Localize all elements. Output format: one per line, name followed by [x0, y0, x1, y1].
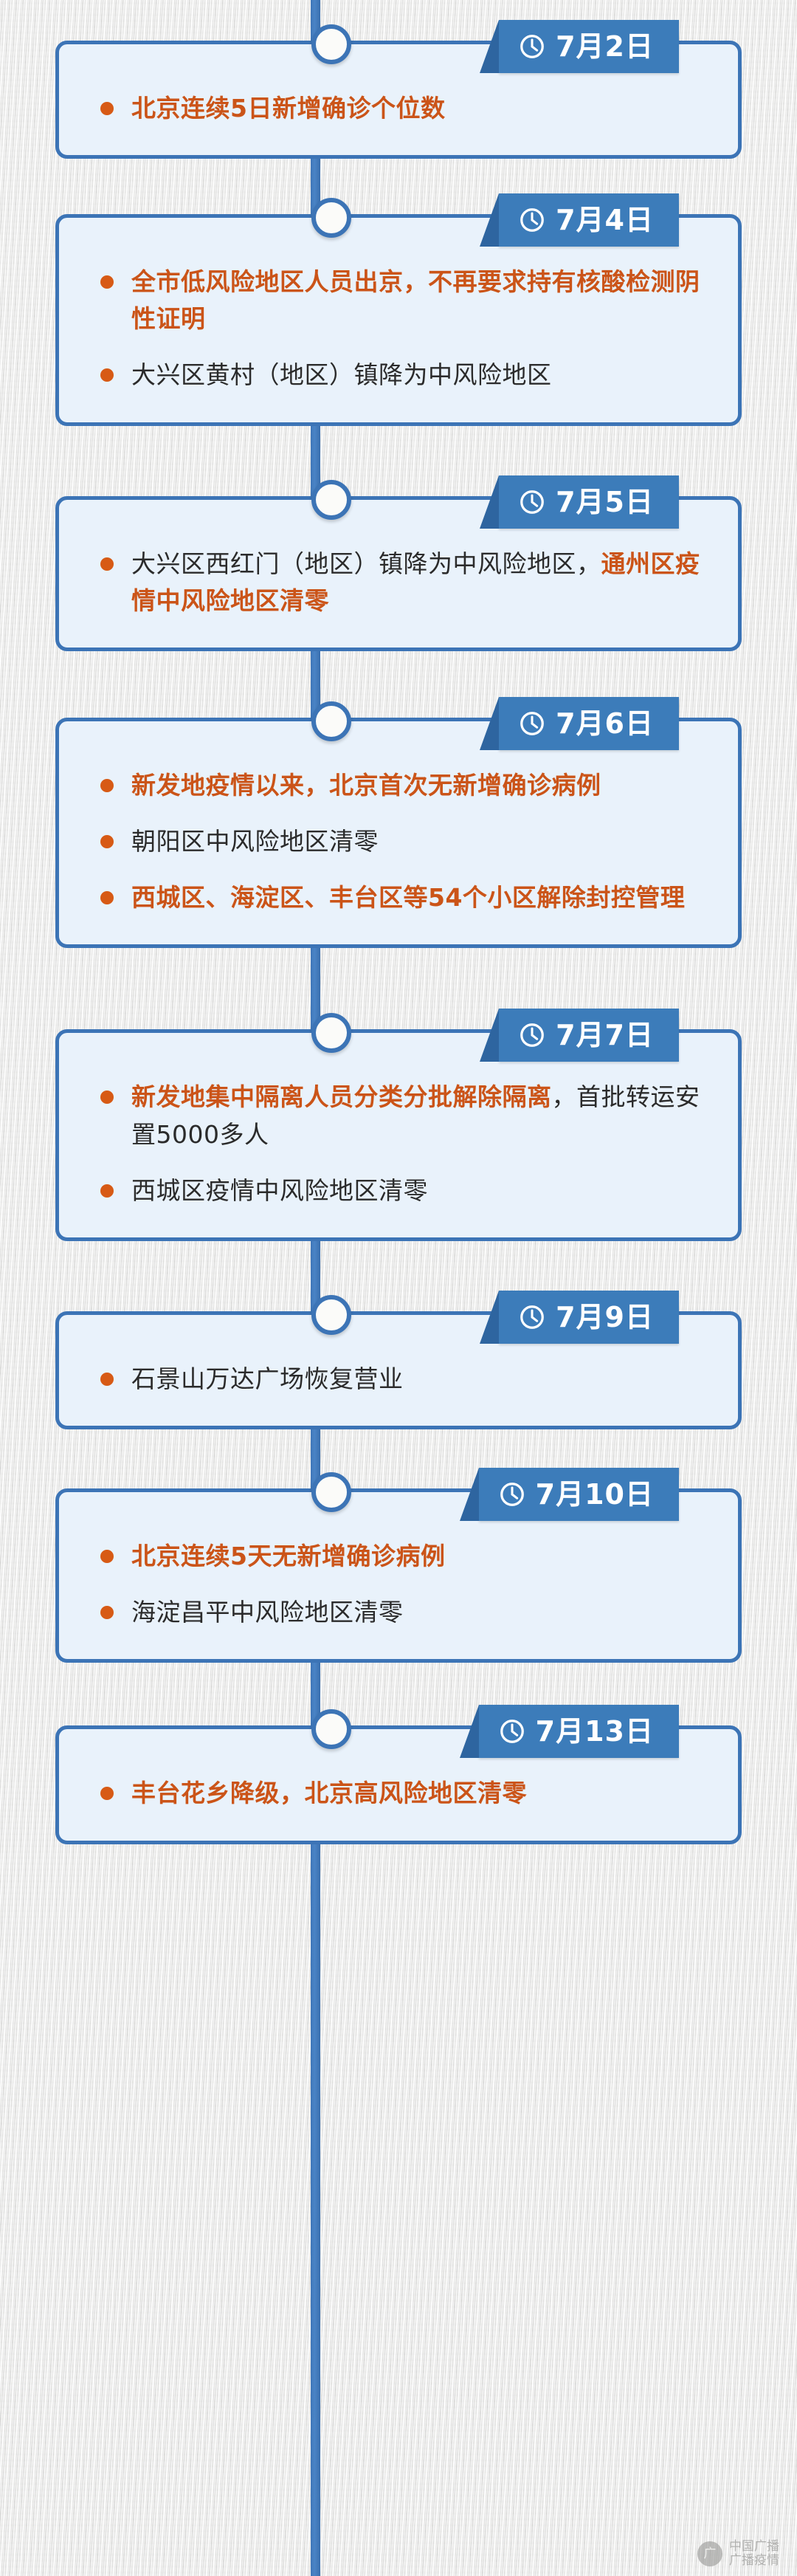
date-label: 7月13日 — [535, 1715, 654, 1748]
timeline-card-wrap: 7月4日全市低风险地区人员出京，不再要求持有核酸检测阴性证明大兴区黄村（地区）镇… — [55, 193, 742, 426]
bullet-text-highlight: 通州区疫情中风险地区清零 — [131, 549, 700, 615]
date-banner: 7月6日 — [480, 696, 679, 750]
clock-icon — [520, 35, 544, 58]
bullet-list: 新发地疫情以来，北京首次无新增确诊病例朝阳区中风险地区清零西城区、海淀区、丰台区… — [97, 767, 708, 916]
date-banner: 7月7日 — [480, 1009, 679, 1062]
bullet-list: 全市低风险地区人员出京，不再要求持有核酸检测阴性证明大兴区黄村（地区）镇降为中风… — [97, 264, 708, 394]
timeline-entry: 7月13日丰台花乡降级，北京高风险地区清零 — [0, 1705, 797, 1844]
timeline-node-circle — [311, 1294, 351, 1335]
timeline-node-circle — [311, 198, 351, 238]
bullet-item: 西城区、海淀区、丰台区等54个小区解除封控管理 — [97, 879, 708, 916]
bullet-text: 石景山万达广场恢复营业 — [131, 1364, 404, 1393]
timeline-card: 7月6日新发地疫情以来，北京首次无新增确诊病例朝阳区中风险地区清零西城区、海淀区… — [55, 696, 742, 949]
clock-icon — [520, 1305, 544, 1329]
bullet-text-highlight: 西城区、海淀区、丰台区等54个小区解除封控管理 — [131, 883, 686, 913]
timeline-node-circle — [311, 479, 351, 520]
timeline-entry: 7月7日新发地集中隔离人员分类分批解除隔离，首批转运安置5000多人西城区疫情中… — [0, 1009, 797, 1241]
bullet-item: 西城区疫情中风险地区清零 — [97, 1172, 708, 1209]
bullet-item: 北京连续5天无新增确诊病例 — [97, 1538, 708, 1575]
timeline-card: 7月13日丰台花乡降级，北京高风险地区清零 — [55, 1705, 742, 1844]
date-banner: 7月13日 — [459, 1705, 679, 1759]
bullet-text: 海淀昌平中风险地区清零 — [131, 1598, 404, 1627]
timeline-card-wrap: 7月6日新发地疫情以来，北京首次无新增确诊病例朝阳区中风险地区清零西城区、海淀区… — [55, 696, 742, 949]
timeline-entry: 7月4日全市低风险地区人员出京，不再要求持有核酸检测阴性证明大兴区黄村（地区）镇… — [0, 193, 797, 426]
date-banner: 7月10日 — [459, 1468, 679, 1522]
timeline-node-circle — [311, 701, 351, 741]
date-label: 7月4日 — [556, 204, 654, 237]
bullet-text: 大兴区黄村（地区）镇降为中风险地区 — [131, 360, 552, 390]
bullet-text: ，首批转运安置5000多人 — [131, 1082, 700, 1149]
bullet-item: 海淀昌平中风险地区清零 — [97, 1594, 708, 1631]
date-banner: 7月4日 — [480, 193, 679, 247]
bullet-item: 大兴区西红门（地区）镇降为中风险地区，通州区疫情中风险地区清零 — [97, 546, 708, 619]
timeline-list: 7月2日北京连续5日新增确诊个位数 7月4日全市低风险地区人员出京，不再要求持有核… — [0, 20, 797, 1844]
bullet-text-highlight: 新发地集中隔离人员分类分批解除隔离 — [131, 1082, 552, 1112]
date-banner: 7月5日 — [480, 475, 679, 529]
clock-icon — [520, 208, 544, 233]
timeline-node-circle — [311, 24, 351, 64]
timeline-card-wrap: 7月10日北京连续5天无新增确诊病例海淀昌平中风险地区清零 — [55, 1468, 742, 1663]
bullet-text: 大兴区西红门（地区）镇降为中风险地区， — [131, 549, 601, 578]
bullet-list: 丰台花乡降级，北京高风险地区清零 — [97, 1775, 708, 1812]
clock-icon — [500, 1483, 524, 1506]
timeline-entry: 7月9日石景山万达广场恢复营业 — [0, 1290, 797, 1430]
bullet-item: 全市低风险地区人员出京，不再要求持有核酸检测阴性证明 — [97, 264, 708, 337]
timeline-entry: 7月10日北京连续5天无新增确诊病例海淀昌平中风险地区清零 — [0, 1468, 797, 1663]
bullet-text-highlight: 丰台花乡降级，北京高风险地区清零 — [131, 1779, 527, 1808]
date-label: 7月6日 — [556, 707, 654, 740]
date-label: 7月2日 — [556, 30, 654, 63]
timeline-card-wrap: 7月2日北京连续5日新增确诊个位数 — [55, 20, 742, 159]
timeline-node-circle — [311, 1472, 351, 1513]
bullet-item: 丰台花乡降级，北京高风险地区清零 — [97, 1775, 708, 1812]
bullet-text-highlight: 北京连续5天无新增确诊病例 — [131, 1542, 446, 1571]
timeline-card-wrap: 7月13日丰台花乡降级，北京高风险地区清零 — [55, 1705, 742, 1844]
bullet-text-highlight: 北京连续5日新增确诊个位数 — [131, 94, 446, 123]
bullet-text: 西城区疫情中风险地区清零 — [131, 1175, 428, 1205]
bullet-item: 朝阳区中风险地区清零 — [97, 823, 708, 860]
date-label: 7月7日 — [556, 1019, 654, 1052]
bullet-item: 北京连续5日新增确诊个位数 — [97, 90, 708, 127]
date-banner: 7月9日 — [480, 1290, 679, 1344]
timeline-card: 7月10日北京连续5天无新增确诊病例海淀昌平中风险地区清零 — [55, 1468, 742, 1663]
bullet-item: 新发地集中隔离人员分类分批解除隔离，首批转运安置5000多人 — [97, 1079, 708, 1153]
bullet-list: 大兴区西红门（地区）镇降为中风险地区，通州区疫情中风险地区清零 — [97, 546, 708, 619]
bullet-list: 石景山万达广场恢复营业 — [97, 1361, 708, 1398]
clock-icon — [500, 1720, 524, 1744]
watermark-text: 中国广播 广播疫情 — [729, 2538, 779, 2569]
timeline-card: 7月9日石景山万达广场恢复营业 — [55, 1290, 742, 1430]
bullet-item: 新发地疫情以来，北京首次无新增确诊病例 — [97, 767, 708, 804]
bullet-item: 石景山万达广场恢复营业 — [97, 1361, 708, 1398]
timeline-entry: 7月2日北京连续5日新增确诊个位数 — [0, 20, 797, 159]
date-label: 7月9日 — [556, 1300, 654, 1333]
clock-icon — [520, 1023, 544, 1048]
bullet-list: 新发地集中隔离人员分类分批解除隔离，首批转运安置5000多人西城区疫情中风险地区… — [97, 1079, 708, 1209]
timeline-card: 7月4日全市低风险地区人员出京，不再要求持有核酸检测阴性证明大兴区黄村（地区）镇… — [55, 193, 742, 426]
timeline-card-wrap: 7月5日大兴区西红门（地区）镇降为中风险地区，通州区疫情中风险地区清零 — [55, 475, 742, 651]
bullet-item: 大兴区黄村（地区）镇降为中风险地区 — [97, 357, 708, 394]
timeline-card: 7月2日北京连续5日新增确诊个位数 — [55, 20, 742, 159]
date-label: 7月5日 — [556, 485, 654, 518]
watermark: 广 中国广播 广播疫情 — [697, 2538, 779, 2569]
bullet-text-highlight: 全市低风险地区人员出京，不再要求持有核酸检测阴性证明 — [131, 267, 700, 334]
bullet-list: 北京连续5日新增确诊个位数 — [97, 90, 708, 127]
timeline-node-circle — [311, 1013, 351, 1054]
clock-icon — [520, 712, 544, 735]
bullet-text: 朝阳区中风险地区清零 — [131, 827, 379, 856]
timeline-entry: 7月6日新发地疫情以来，北京首次无新增确诊病例朝阳区中风险地区清零西城区、海淀区… — [0, 696, 797, 949]
clock-icon — [520, 490, 544, 514]
date-label: 7月10日 — [535, 1478, 654, 1511]
timeline-node-circle — [311, 1709, 351, 1750]
timeline-card: 7月7日新发地集中隔离人员分类分批解除隔离，首批转运安置5000多人西城区疫情中… — [55, 1009, 742, 1241]
timeline-entry: 7月5日大兴区西红门（地区）镇降为中风险地区，通州区疫情中风险地区清零 — [0, 475, 797, 651]
bullet-text-highlight: 新发地疫情以来，北京首次无新增确诊病例 — [131, 770, 601, 800]
date-banner: 7月2日 — [480, 20, 679, 73]
timeline-card-wrap: 7月7日新发地集中隔离人员分类分批解除隔离，首批转运安置5000多人西城区疫情中… — [55, 1009, 742, 1241]
watermark-badge-icon: 广 — [697, 2541, 722, 2567]
bullet-list: 北京连续5天无新增确诊病例海淀昌平中风险地区清零 — [97, 1538, 708, 1631]
timeline-card-wrap: 7月9日石景山万达广场恢复营业 — [55, 1290, 742, 1430]
timeline-card: 7月5日大兴区西红门（地区）镇降为中风险地区，通州区疫情中风险地区清零 — [55, 475, 742, 651]
